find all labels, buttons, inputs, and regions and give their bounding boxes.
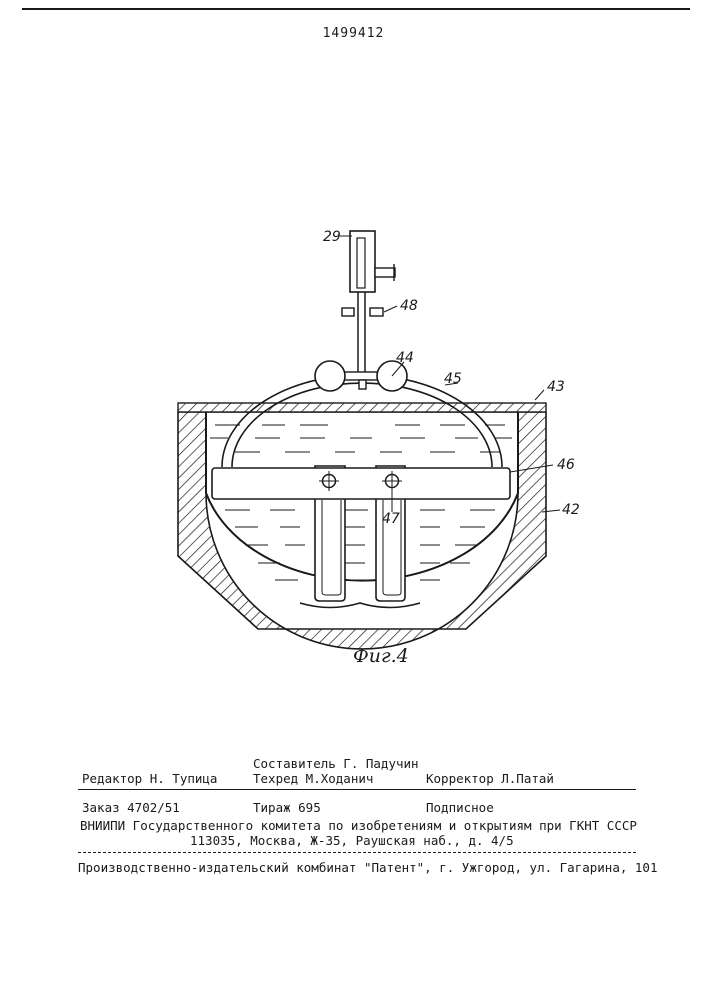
label-47: 47: [382, 511, 400, 527]
techred-line: Техред М.Ходанич: [253, 771, 373, 786]
address-line: 113035, Москва, Ж-35, Раушская наб., д. …: [190, 833, 514, 848]
subscription-line: Подписное: [426, 800, 494, 815]
drive-pin: [375, 268, 395, 277]
compiler-line: Составитель Г. Падучин: [253, 756, 419, 771]
label-43: 43: [547, 379, 565, 395]
liquid-hatching: [210, 425, 512, 580]
drive-shaft-inner: [357, 238, 365, 288]
connector-block: [359, 380, 366, 389]
ball-left: [315, 361, 345, 391]
figure-caption: Фиг.4: [353, 645, 409, 667]
vessel-body: [178, 412, 546, 649]
bar-46: [212, 468, 510, 499]
editor-line: Редактор Н. Тупица: [82, 771, 217, 786]
label-48: 48: [400, 298, 418, 314]
label-42: 42: [562, 502, 580, 518]
label-44: 44: [396, 350, 414, 366]
circulation-line: Тираж 695: [253, 800, 321, 815]
publisher-line: Производственно-издательский комбинат "П…: [78, 860, 657, 875]
label-46: 46: [557, 457, 575, 473]
label-29: 29: [323, 229, 341, 245]
sensor-left: [342, 308, 354, 316]
institute-line: ВНИИПИ Государственного комитета по изоб…: [80, 818, 637, 833]
corrector-line: Корректор Л.Патай: [426, 771, 554, 786]
order-line: Заказ 4702/51: [82, 800, 180, 815]
footer-rule-1: [78, 789, 636, 790]
lid: [178, 403, 546, 412]
cavity-bottom: [300, 603, 420, 608]
footer-rule-2: [78, 852, 636, 853]
label-45: 45: [444, 371, 462, 387]
sensor-right: [370, 308, 383, 316]
